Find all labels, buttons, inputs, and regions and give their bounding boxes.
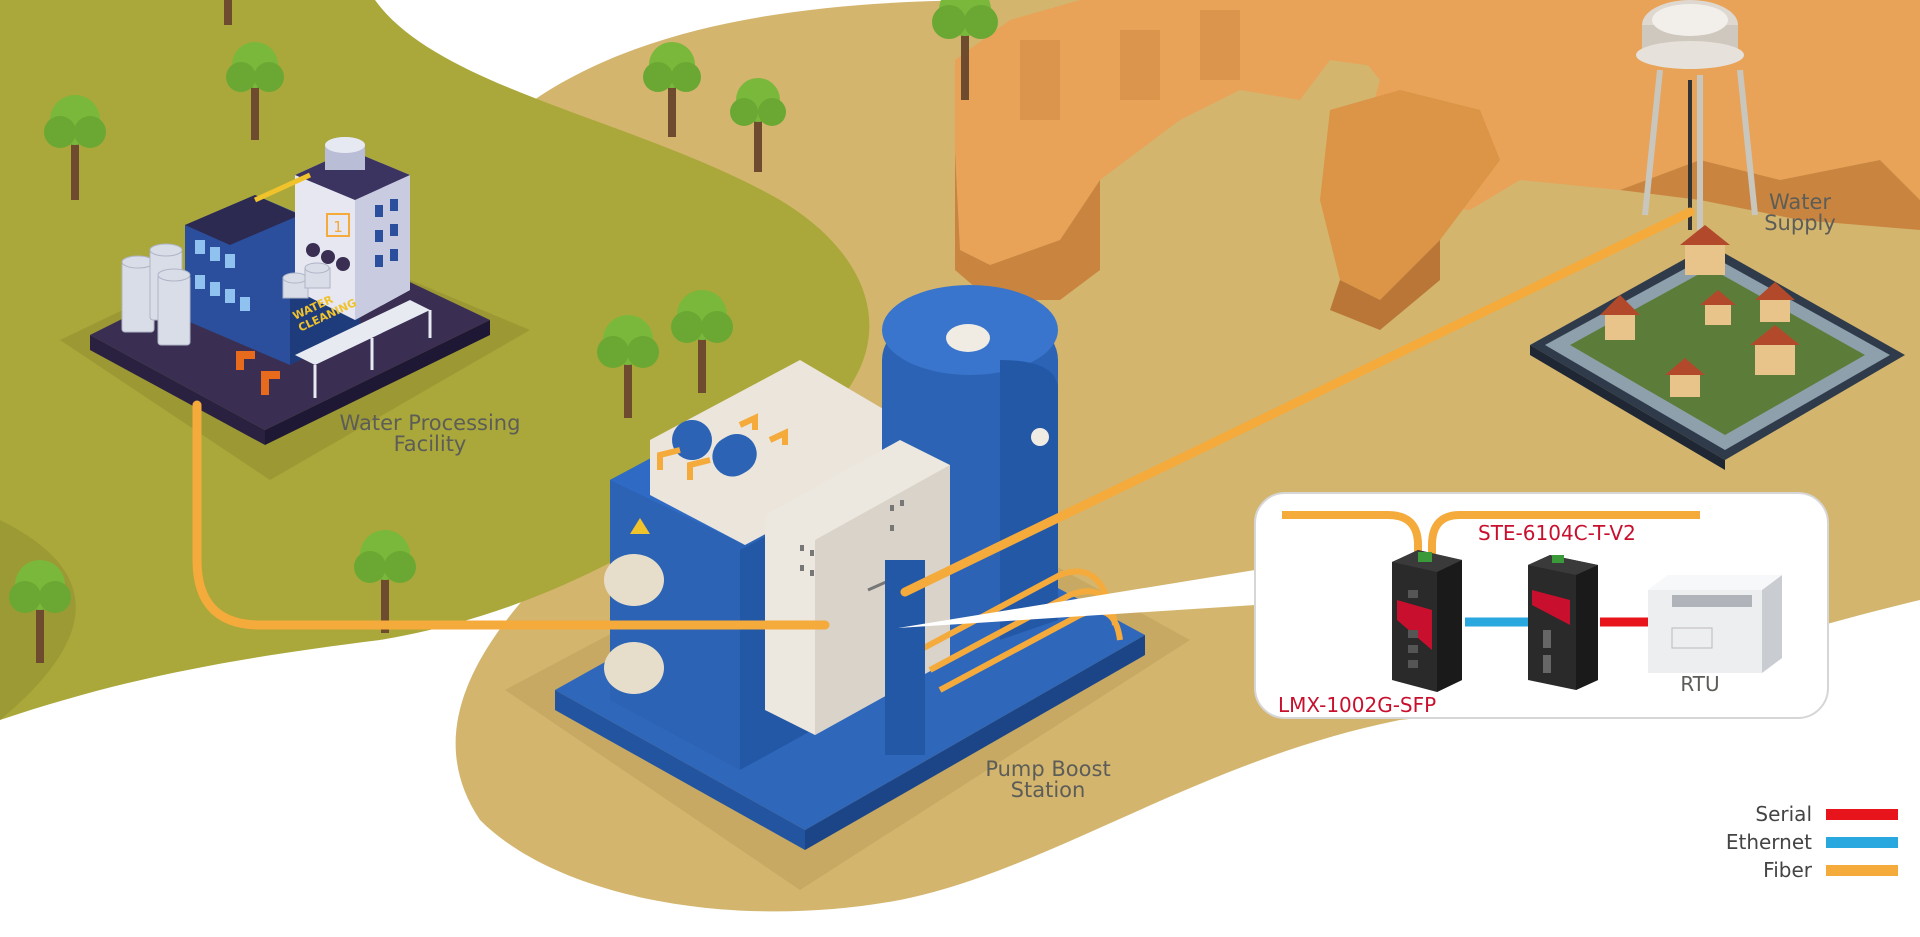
town (1530, 225, 1905, 470)
legend-label-serial: Serial (1755, 802, 1812, 826)
legend: Serial Ethernet Fiber (1698, 800, 1898, 884)
ste-device-label: STE-6104C-T-V2 (1478, 521, 1636, 545)
water-tower (1636, 0, 1758, 230)
rtu-device (1648, 575, 1782, 673)
water-processing-facility-label-line-2: Facility (393, 432, 467, 456)
legend-swatch-ethernet (1826, 836, 1898, 848)
legend-item-serial: Serial (1698, 800, 1898, 828)
legend-label-fiber: Fiber (1763, 858, 1812, 882)
water-processing-facility: 1 WATER CLEANING (60, 137, 530, 480)
pump-boost-station-label-line-2: Station (1010, 778, 1086, 802)
ste-serial-server (1528, 555, 1598, 690)
fiber-routes (192, 207, 1695, 630)
fiber-callout-right (1428, 511, 1700, 565)
water-processing-facility-label: Water Processing Facility (325, 413, 535, 455)
pump-boost-station-label: Pump Boost Station (968, 759, 1128, 801)
water-supply-label: Water Supply (1745, 192, 1855, 234)
fiber-line-pump-to-supply (900, 207, 1695, 597)
water-supply-label-line-1: Water (1768, 190, 1832, 214)
pump-boost-station-label-line-1: Pump Boost (985, 757, 1111, 781)
legend-item-fiber: Fiber (1698, 856, 1898, 884)
device-callout (898, 492, 1829, 719)
trees (9, 0, 998, 663)
canyon-cliffs (955, 0, 1920, 330)
legend-swatch-serial (1826, 808, 1898, 820)
lmx-device-label: LMX-1002G-SFP (1278, 693, 1437, 717)
water-processing-facility-label-line-1: Water Processing (339, 411, 521, 435)
fiber-callout-left (1282, 511, 1422, 565)
rtu-label: RTU (1680, 672, 1720, 696)
legend-swatch-fiber (1826, 864, 1898, 876)
legend-item-ethernet: Ethernet (1698, 828, 1898, 856)
building-number: 1 (333, 218, 343, 236)
water-supply-label-line-2: Supply (1764, 211, 1836, 235)
fiber-line-facility-to-pump (192, 400, 830, 630)
legend-label-ethernet: Ethernet (1725, 830, 1812, 854)
lmx-switch (1392, 550, 1462, 692)
